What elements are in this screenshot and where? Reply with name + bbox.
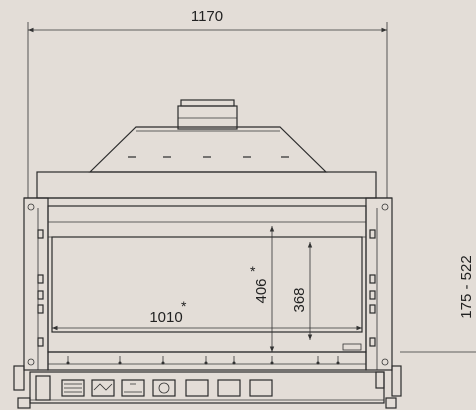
- glass-width-label: 1010: [149, 309, 182, 326]
- inner-height-dimension: 368: [291, 242, 313, 340]
- control-compartment: [13, 365, 402, 409]
- outer-height-asterisk: *: [250, 263, 256, 279]
- overall-width-label: 1170: [191, 8, 223, 25]
- overall-width-dimension: 1170: [27, 8, 388, 198]
- install-height-label: 175 - 522: [458, 255, 475, 318]
- inner-height-label: 368: [291, 287, 308, 312]
- glass-width-asterisk: *: [181, 298, 187, 314]
- outer-height-label: 406: [253, 278, 270, 303]
- flue-collar: [177, 99, 238, 130]
- install-height-dimension: 175 - 522: [400, 255, 476, 353]
- glass-width-dimension: 1010 *: [52, 298, 362, 331]
- right-side-frame: [365, 197, 393, 371]
- convection-hood: [88, 126, 328, 173]
- outer-height-dimension: 406 *: [250, 226, 275, 352]
- grate-strip: [47, 351, 367, 371]
- door-handle: [342, 343, 362, 351]
- glass-door: [47, 205, 367, 353]
- firebox-upper-body: [24, 171, 392, 199]
- left-side-frame: [23, 197, 49, 371]
